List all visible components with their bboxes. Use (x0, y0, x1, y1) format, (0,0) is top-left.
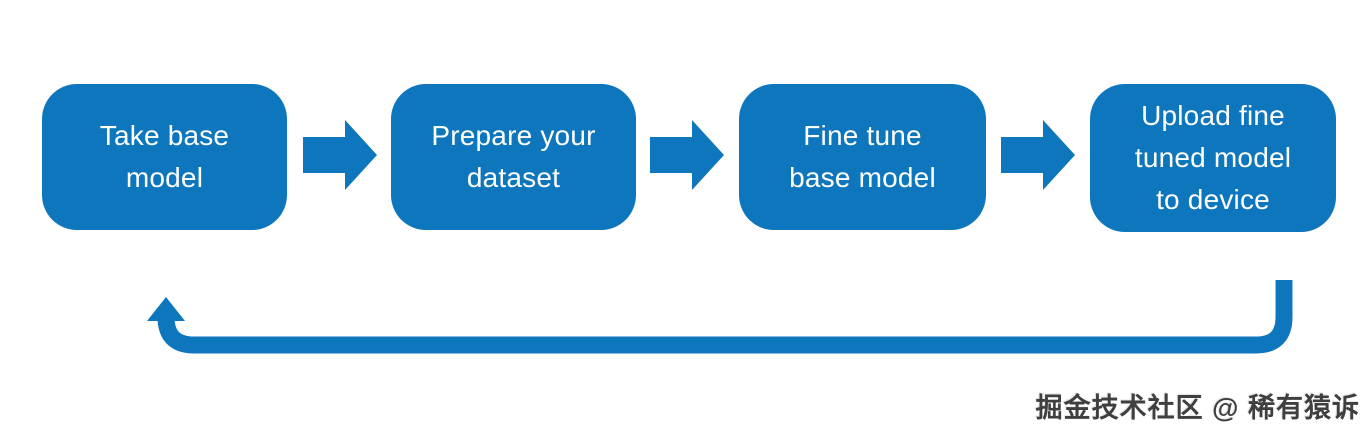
right-arrow-icon (650, 120, 724, 190)
step-box-prepare-your-dataset: Prepare your dataset (391, 84, 636, 230)
step-label-line: base model (789, 162, 936, 193)
step-box-upload-fine-tuned-model: Upload fine tuned model to device (1090, 84, 1336, 232)
step-label-line: model (125, 162, 204, 193)
loop-back-arrowhead (147, 297, 185, 321)
step-label-line: tuned model (1134, 142, 1292, 173)
right-arrow-shape (650, 120, 724, 190)
right-arrow-icon (1001, 120, 1075, 190)
step-label-line: Prepare your (431, 120, 596, 151)
step-box-fine-tune-base-model: Fine tune base model (739, 84, 986, 230)
right-arrow-shape (1001, 120, 1075, 190)
step-label: Fine tune base model (789, 115, 936, 199)
loop-back-arrow-line (157, 280, 1293, 354)
step-label-line: Fine tune (803, 120, 922, 151)
step-box-take-base-model: Take base model (42, 84, 287, 230)
step-label-line: Take base (99, 120, 230, 151)
step-label: Prepare your dataset (431, 115, 595, 199)
right-arrow-icon (303, 120, 377, 190)
step-label-line: dataset (466, 162, 561, 193)
right-arrow-shape (303, 120, 377, 190)
step-label: Upload fine tuned model to device (1135, 95, 1291, 221)
step-label-line: to device (1156, 184, 1270, 215)
step-label: Take base model (100, 115, 229, 199)
step-label-line: Upload fine (1141, 100, 1285, 131)
watermark-text: 掘金技术社区 @ 稀有猿诉 (1035, 393, 1360, 423)
